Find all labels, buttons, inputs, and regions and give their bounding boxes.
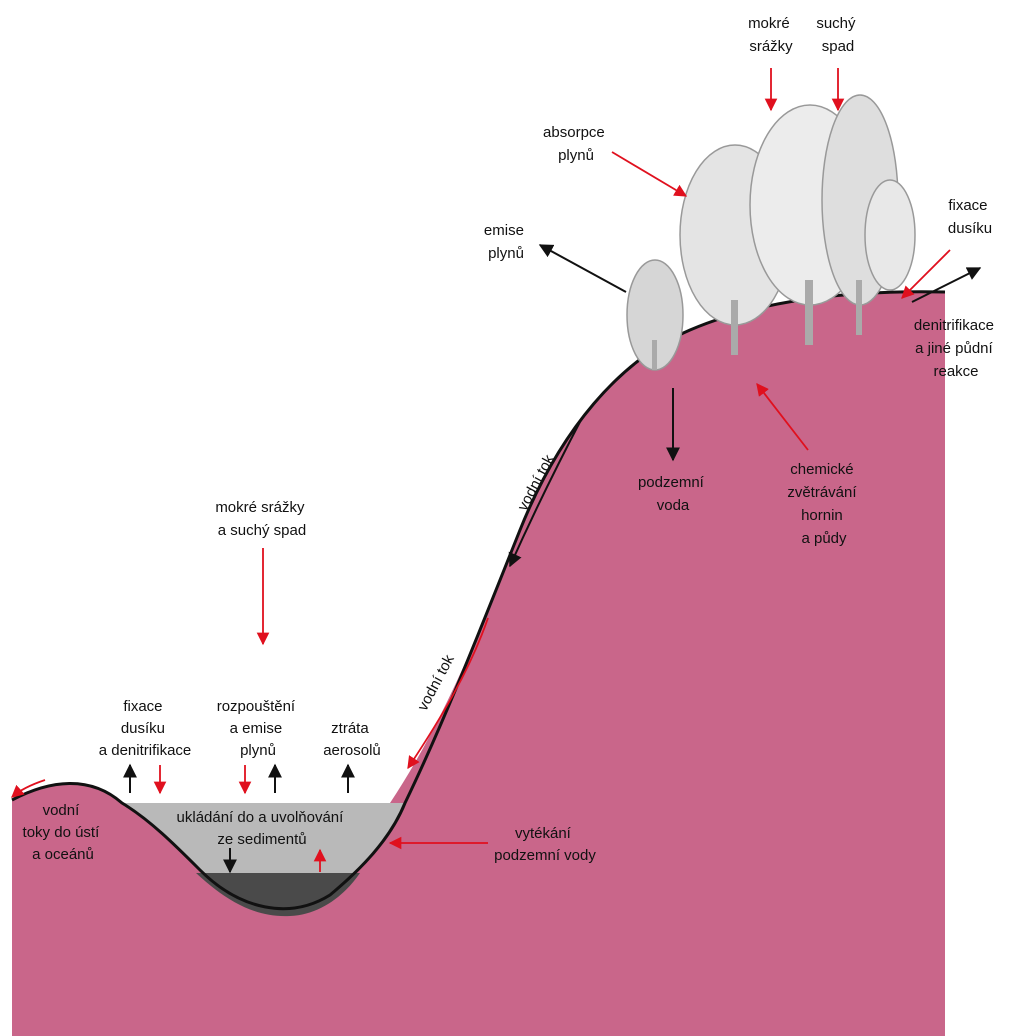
label-dissolution: rozpouštění a emise plynů xyxy=(217,698,300,759)
arrow-stream-lower xyxy=(407,617,489,770)
forest xyxy=(626,94,916,371)
tree-trunk xyxy=(731,300,738,355)
terrain xyxy=(12,291,945,1036)
label-groundwater: podzemní voda xyxy=(638,474,708,514)
tree-canopy xyxy=(864,179,916,291)
tree-trunk xyxy=(805,280,813,345)
label-groundwater-outflow: vytékání podzemní vody xyxy=(494,825,596,864)
label-nitrogen-fixation-top: fixace dusíku xyxy=(948,197,992,237)
black-arrows xyxy=(123,244,982,874)
arrow-gas-absorption xyxy=(611,151,688,197)
label-gas-emission: emise plynů xyxy=(484,222,528,262)
label-wet-deposition-top: mokré srážky xyxy=(748,15,794,55)
label-wet-dry-deposition: mokré srážky a suchý spad xyxy=(215,499,308,539)
label-denitrification: denitrifikace a jiné půdní reakce xyxy=(914,317,998,380)
arrow-stream-upper xyxy=(508,417,583,568)
ground-outline xyxy=(11,290,946,911)
tree-trunk xyxy=(652,340,657,370)
arrow-outflow-left xyxy=(11,779,46,798)
label-rivers-to-ocean: vodní toky do ústí a oceánů xyxy=(23,802,104,863)
label-chemical-weathering: chemické zvětrávání hornin a půdy xyxy=(787,461,860,547)
label-sediment-exchange: ukládání do a uvolňování ze sedimentů xyxy=(177,809,348,848)
label-dry-deposition-top: suchý spad xyxy=(816,15,859,55)
red-arrows xyxy=(11,68,951,872)
label-aerosol-loss: ztráta aerosolů xyxy=(323,720,381,759)
tree-trunk xyxy=(856,280,862,335)
label-nitrogen-fixation-lake: fixace dusíku a denitrifikace xyxy=(99,698,192,759)
arrow-chemical-weathering xyxy=(756,383,809,451)
lake-sediment xyxy=(196,873,360,917)
arrow-nitrogen-fixation-top xyxy=(901,249,951,299)
arrow-gas-emission xyxy=(538,244,627,293)
arrow-denitrification xyxy=(911,267,982,303)
label-gas-absorption: absorpce plynů xyxy=(543,124,609,164)
